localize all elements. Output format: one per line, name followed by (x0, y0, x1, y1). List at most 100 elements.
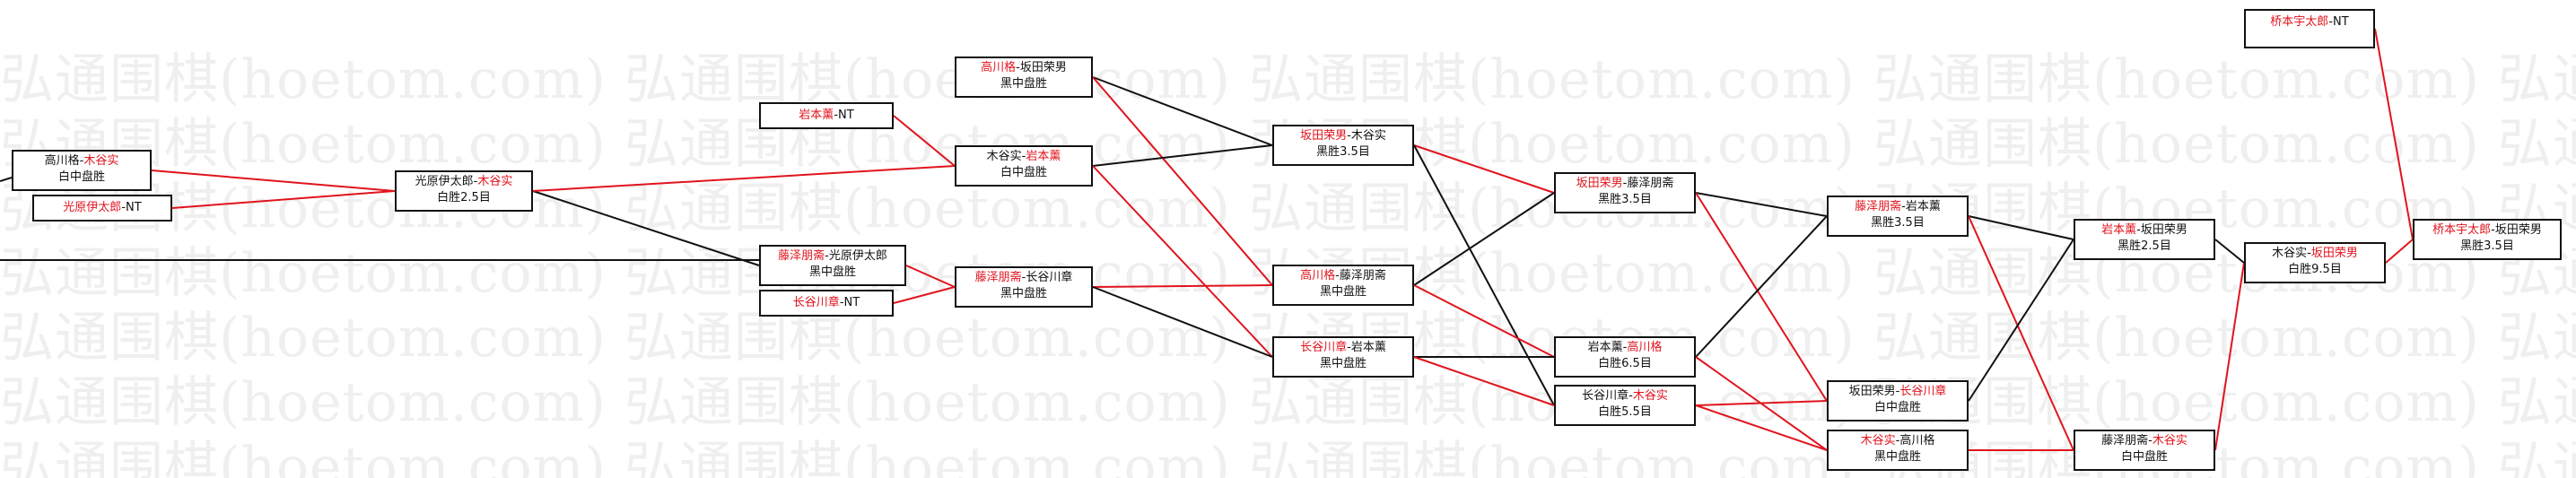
game-box-g7: 藤泽朋斋-光原伊太郎黑中盘胜 (759, 245, 906, 286)
player-white: NT (843, 296, 860, 309)
matchup: 坂田荣男-藤泽朋斋 (1556, 176, 1694, 192)
player-black: 桥本宇太郎 (2432, 223, 2492, 237)
matchup: 长谷川章-NT (761, 295, 892, 311)
matchup: 长谷川章-木谷实 (1556, 388, 1694, 404)
game-result: 白胜5.5目 (1598, 405, 1652, 419)
bracket-link (1092, 165, 1273, 358)
game-box-g18: 木谷实-高川格黑中盘胜 (1827, 430, 1969, 471)
bracket-link (532, 165, 956, 192)
player-black: 坂田荣男 (1848, 385, 1896, 398)
matchup: 桥本宇太郎-坂田荣男 (2414, 222, 2560, 239)
bracket-link (1968, 239, 2074, 402)
separator: - (2328, 15, 2334, 29)
bracket-link (1413, 284, 1555, 358)
matchup: 坂田荣男-长谷川章 (1829, 384, 1967, 400)
game-result: 黑胜3.5目 (1598, 193, 1652, 206)
player-white: 木谷实 (2152, 434, 2187, 448)
player-white: 木谷实 (477, 175, 513, 188)
bracket-link (1695, 404, 1828, 451)
matchup: 木谷实-岩本薰 (956, 149, 1091, 165)
game-box-g19: 岩本薰-坂田荣男黑胜2.5目 (2074, 219, 2215, 260)
matchup: 岩本薰-高川格 (1556, 340, 1694, 356)
matchup: 高川格-藤泽朋斋 (1274, 268, 1412, 284)
player-white: 藤泽朋斋 (1339, 269, 1386, 282)
separator: - (1347, 341, 1351, 354)
player-white: 光原伊太郎 (828, 249, 887, 263)
lead-in-line (0, 177, 13, 182)
bracket-link (1092, 76, 1273, 146)
bracket-link (171, 190, 396, 209)
player-black: 木谷实 (1860, 434, 1896, 448)
player-black: 藤泽朋斋 (974, 271, 1022, 284)
separator: - (1347, 129, 1351, 143)
player-white: 木谷实 (83, 154, 119, 168)
player-white: 坂田荣男 (2310, 247, 2358, 260)
bracket-link (2214, 239, 2245, 264)
bracket-link (1413, 144, 1555, 406)
bracket-link (1092, 76, 1273, 286)
matchup: 岩本薰-NT (761, 108, 892, 124)
separator: - (825, 249, 829, 263)
player-black: 光原伊太郎 (63, 201, 122, 214)
separator: - (1021, 271, 1026, 284)
player-white: NT (2333, 15, 2349, 29)
player-black: 坂田荣男 (1300, 129, 1348, 143)
game-box-g16: 藤泽朋斋-岩本薰黑胜3.5目 (1827, 196, 1969, 237)
matchup: 藤泽朋斋-岩本薰 (1829, 199, 1967, 215)
bracket-link (1413, 144, 1555, 194)
separator: - (1016, 61, 1020, 74)
separator: - (79, 154, 84, 168)
player-black: 岩本薰 (2101, 223, 2137, 237)
game-result: 白胜2.5目 (437, 191, 491, 204)
game-box-g3: 光原伊太郎-木谷实白胜2.5目 (395, 170, 533, 212)
matchup: 岩本薰-坂田荣男 (2075, 222, 2214, 239)
matchup: 桥本宇太郎-NT (2246, 14, 2373, 30)
game-box-g5: 高川格-坂田荣男黑中盘胜 (955, 56, 1093, 98)
game-box-g20: 藤泽朋斋-木谷实白中盘胜 (2074, 430, 2215, 471)
player-black: 藤泽朋斋 (778, 249, 825, 263)
bracket-link (1968, 215, 2074, 451)
player-white: 木谷实 (1350, 129, 1386, 143)
bracket-link (1092, 286, 1273, 358)
game-box-g13: 坂田荣男-藤泽朋斋黑胜3.5目 (1554, 172, 1696, 213)
bracket-link (893, 115, 956, 167)
bracket-link (2214, 262, 2245, 451)
player-white: 岩本薰 (1026, 150, 1061, 163)
game-box-g4: 岩本薰-NT (759, 102, 894, 129)
matchup: 高川格-木谷实 (13, 153, 150, 169)
game-box-g2: 光原伊太郎-NT (32, 195, 172, 222)
game-result: 白胜9.5目 (2288, 263, 2342, 276)
game-result: 黑胜2.5目 (2118, 239, 2171, 253)
separator: - (834, 109, 839, 122)
game-box-g23: 桥本宇太郎-坂田荣男黑胜3.5目 (2413, 219, 2562, 260)
matchup: 光原伊太郎-木谷实 (397, 174, 531, 190)
separator: - (1629, 389, 1633, 403)
player-black: 木谷实 (2272, 247, 2308, 260)
game-box-g15: 长谷川章-木谷实白胜5.5目 (1554, 385, 1696, 426)
player-black: 长谷川章 (792, 296, 840, 309)
player-white: 木谷实 (1632, 389, 1668, 403)
bracket-link (1695, 192, 1828, 402)
player-white: 长谷川章 (1026, 271, 1073, 284)
game-result: 黑胜3.5目 (1316, 145, 1370, 159)
game-result: 白中盘胜 (1873, 401, 1921, 414)
game-box-g9: 藤泽朋斋-长谷川章黑中盘胜 (955, 266, 1093, 308)
game-box-g1: 高川格-木谷实白中盘胜 (12, 150, 152, 191)
player-white: 岩本薰 (1350, 341, 1386, 354)
separator: - (2307, 247, 2311, 260)
game-result: 黑中盘胜 (1319, 357, 1367, 370)
matchup: 藤泽朋斋-长谷川章 (956, 270, 1091, 286)
bracket-link (2385, 239, 2414, 264)
game-box-g21: 木谷实-坂田荣男白胜9.5目 (2244, 242, 2386, 283)
separator: - (1901, 200, 1906, 213)
game-box-g12: 长谷川章-岩本薰黑中盘胜 (1272, 336, 1414, 378)
separator: - (1895, 385, 1900, 398)
matchup: 长谷川章-岩本薰 (1274, 340, 1412, 356)
game-result: 白中盘胜 (57, 170, 105, 184)
player-white: 坂田荣男 (1019, 61, 1067, 74)
matchup: 藤泽朋斋-木谷实 (2075, 433, 2214, 449)
game-result: 黑胜3.5目 (2460, 239, 2514, 253)
game-result: 白胜6.5目 (1598, 357, 1652, 370)
game-box-g10: 坂田荣男-木谷实黑胜3.5目 (1272, 125, 1414, 166)
